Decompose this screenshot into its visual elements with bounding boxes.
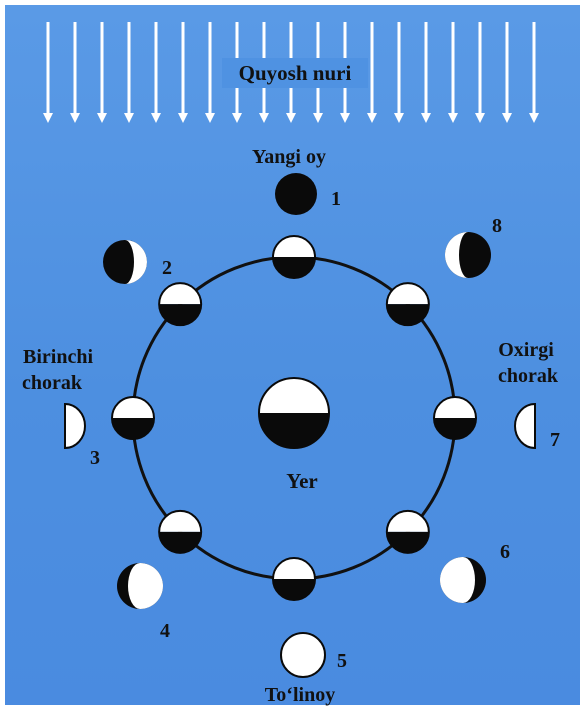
- earth-label: Yer: [286, 469, 317, 493]
- phase-number-3: 3: [90, 447, 100, 469]
- orbit-moon-7: [433, 396, 477, 440]
- sunlight-label-background: [222, 58, 368, 88]
- moon-phase-full: [280, 632, 326, 678]
- moon-phase-waning-crescent: [445, 232, 491, 278]
- moon-phase-last-quarter: [514, 402, 536, 450]
- sunlight-label: Quyosh nuri: [239, 61, 352, 85]
- orbit-moon-6: [385, 509, 430, 554]
- orbit-moon-1: [272, 235, 316, 279]
- last-quarter-label-line2: chorak: [498, 365, 559, 387]
- phase-number-4: 4: [160, 620, 170, 642]
- moon-phase-waxing-crescent: [103, 240, 147, 284]
- new-moon-label: Yangi oy: [252, 146, 326, 168]
- phase-number-2: 2: [162, 257, 172, 279]
- moon-phase-waxing-gibbous: [117, 563, 163, 609]
- full-moon-label: To‘linoy: [265, 684, 335, 706]
- phase-number-6: 6: [500, 541, 510, 563]
- orbit-moon-8: [385, 282, 430, 327]
- moon-phase-first-quarter: [64, 402, 86, 450]
- moon-phase-new: [275, 173, 317, 215]
- first-quarter-label-line2: chorak: [22, 372, 83, 394]
- phase-number-8: 8: [492, 215, 502, 237]
- orbit-moons: [111, 235, 477, 601]
- orbit-moon-5: [272, 557, 316, 601]
- earth: [258, 377, 330, 449]
- phase-number-1: 1: [331, 188, 341, 210]
- phase-number-7: 7: [550, 429, 560, 451]
- last-quarter-label-line1: Oxirgi: [498, 339, 554, 361]
- orbit-moon-4: [158, 509, 203, 554]
- moon-phase-waning-gibbous: [440, 557, 486, 603]
- first-quarter-label-line1: Birinchi: [23, 346, 93, 368]
- phase-number-5: 5: [337, 650, 347, 672]
- orbit-moon-3: [111, 396, 155, 440]
- orbit-moon-2: [158, 282, 203, 327]
